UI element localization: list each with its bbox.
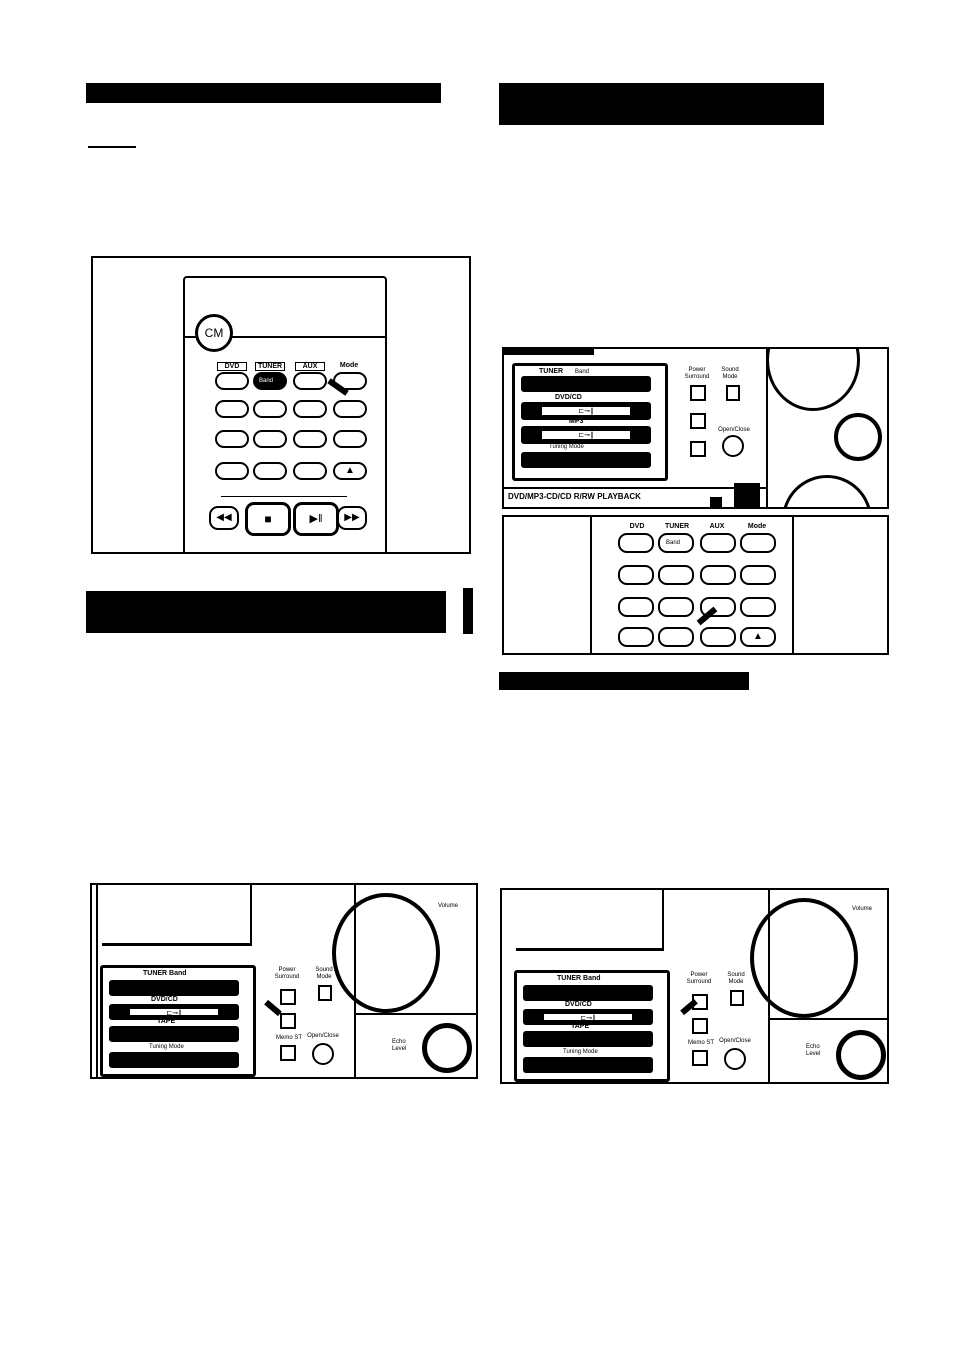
remote1-key[interactable] (293, 430, 327, 448)
remote1-next-button[interactable]: ▶▶ (337, 506, 367, 530)
dvd-display[interactable]: ⊏⊸∥ (523, 1009, 653, 1025)
front-panel-illustration-left: TUNER Band DVD/CD ⊏⊸∥ TAPE Tuning Mode P… (90, 883, 478, 1079)
memo-st-button[interactable] (692, 1050, 708, 1066)
remote2-mode-button[interactable] (740, 533, 776, 553)
remote1-btn-dvd-label: DVD (217, 362, 247, 371)
sound-mode-button[interactable] (730, 990, 744, 1006)
remote1-key[interactable] (253, 400, 287, 418)
side-marker (463, 588, 473, 634)
deck-panel-illustration: TUNER Band DVD/CD ⊏⊸∥ MP3 ⊏⊸∥ Tuning Mod… (502, 347, 889, 509)
open-close-knob[interactable] (722, 435, 744, 457)
echo-level-knob[interactable] (834, 413, 882, 461)
mp3-display[interactable]: ⊏⊸∥ (521, 426, 651, 444)
source-selector-box-left: TUNER Band DVD/CD ⊏⊸∥ TAPE Tuning Mode (100, 965, 256, 1077)
remote1-btn-tuner-label: TUNER (255, 362, 285, 371)
remote1-key[interactable] (253, 462, 287, 480)
source-selector-box: TUNER Band DVD/CD ⊏⊸∥ MP3 ⊏⊸∥ Tuning Mod… (512, 363, 668, 481)
open-close-knob[interactable] (724, 1048, 746, 1070)
deck-caption: DVD/MP3-CD/CD R/RW PLAYBACK (508, 492, 641, 501)
remote2-key[interactable] (700, 627, 736, 647)
remote1-stop-button[interactable]: ■ (245, 502, 291, 536)
remote1-key[interactable] (293, 400, 327, 418)
echo-level-knob[interactable] (836, 1030, 886, 1080)
heading-bar-mid-right (499, 672, 749, 690)
remote1-key[interactable] (333, 400, 367, 418)
panel-button[interactable] (690, 413, 706, 429)
dvd-display[interactable]: ⊏⊸∥ (521, 402, 651, 420)
remote1-key[interactable] (333, 430, 367, 448)
remote1-key[interactable] (215, 430, 249, 448)
remote1-aux-button[interactable] (293, 372, 327, 390)
remote1-key[interactable] (215, 462, 249, 480)
heading-bar-top-right (499, 83, 824, 125)
tuning-mode-selector[interactable] (521, 452, 651, 468)
tuning-mode-selector[interactable] (109, 1052, 239, 1068)
source-selector-box-right: TUNER Band DVD/CD ⊏⊸∥ TAPE Tuning Mode (514, 970, 670, 1082)
panel-button[interactable] (690, 441, 706, 457)
volume-dial[interactable] (750, 898, 858, 1018)
tuner-selector[interactable] (523, 985, 653, 1001)
volume-dial[interactable] (766, 349, 860, 411)
remote2-key[interactable] (618, 565, 654, 585)
heading-bar-top-left (86, 83, 441, 103)
tape-display[interactable] (109, 1026, 239, 1042)
panel-button[interactable] (692, 1018, 708, 1034)
sound-mode-button[interactable] (726, 385, 740, 401)
remote2-key[interactable] (700, 565, 736, 585)
remote2-tuner-button[interactable]: Band (658, 533, 694, 553)
sound-mode-button[interactable] (318, 985, 332, 1001)
remote-illustration-1: CM DVD TUNER AUX Mode Band ▲ ◀◀ ■ ▶‖ ▶▶ (91, 256, 471, 554)
dvd-display[interactable]: ⊏⊸∥ (109, 1004, 239, 1020)
logo-button[interactable]: CM (195, 314, 233, 352)
lower-dial[interactable] (782, 475, 872, 507)
remote2-eject-button[interactable]: ▲ (740, 627, 776, 647)
volume-dial[interactable] (332, 893, 440, 1013)
remote-illustration-2: DVD TUNER AUX Mode Band ▲ (502, 515, 889, 655)
remote1-btn-mode-label: Mode (339, 362, 359, 369)
remote1-play-pause-button[interactable]: ▶‖ (293, 502, 339, 536)
remote2-key[interactable] (658, 565, 694, 585)
remote1-btn-aux-label: AUX (295, 362, 325, 371)
power-surround-button[interactable] (690, 385, 706, 401)
remote2-key[interactable] (740, 565, 776, 585)
remote1-key[interactable] (253, 430, 287, 448)
panel-button[interactable] (280, 1013, 296, 1029)
memo-st-button[interactable] (280, 1045, 296, 1061)
remote1-eject-button[interactable]: ▲ (333, 462, 367, 480)
tuner-selector[interactable] (109, 980, 239, 996)
remote1-key[interactable] (215, 400, 249, 418)
remote2-key[interactable] (658, 627, 694, 647)
remote2-aux-button[interactable] (700, 533, 736, 553)
remote1-prev-button[interactable]: ◀◀ (209, 506, 239, 530)
remote2-key[interactable] (658, 597, 694, 617)
remote1-tuner-button[interactable]: Band (253, 372, 287, 390)
remote2-key[interactable] (740, 597, 776, 617)
tuning-mode-selector[interactable] (523, 1057, 653, 1073)
remote2-key[interactable] (618, 627, 654, 647)
remote2-dvd-button[interactable] (618, 533, 654, 553)
power-surround-button[interactable] (280, 989, 296, 1005)
remote2-key[interactable] (618, 597, 654, 617)
heading-bar-mid-left (86, 591, 446, 633)
open-close-knob[interactable] (312, 1043, 334, 1065)
front-panel-illustration-right: TUNER Band DVD/CD ⊏⊸∥ TAPE Tuning Mode P… (500, 888, 889, 1084)
remote1-dvd-button[interactable] (215, 372, 249, 390)
remote1-key[interactable] (293, 462, 327, 480)
echo-level-knob[interactable] (422, 1023, 472, 1073)
note-underline (88, 146, 136, 148)
tape-display[interactable] (523, 1031, 653, 1047)
tuner-band-selector[interactable] (521, 376, 651, 392)
